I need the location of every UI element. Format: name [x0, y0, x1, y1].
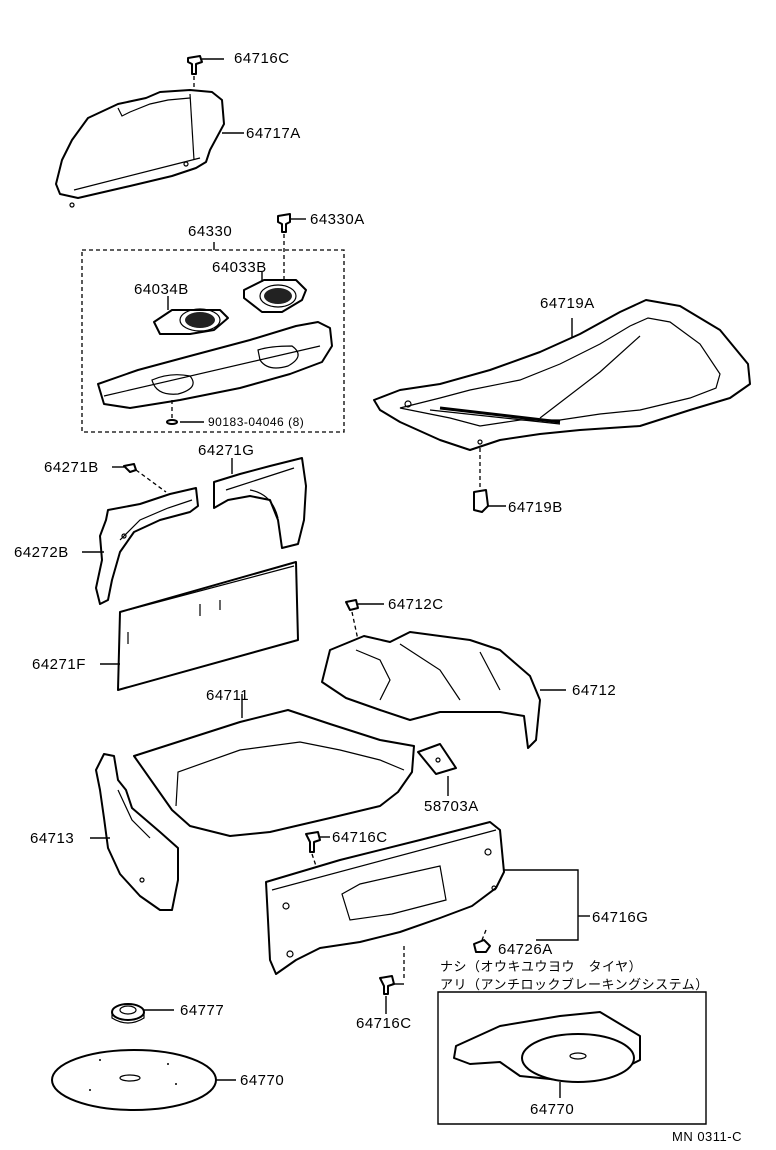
label-64272b: 64272B [14, 544, 69, 561]
panel-64717a [56, 90, 244, 207]
clip-64716c-bottom [380, 946, 404, 1014]
grommet-64777 [112, 1004, 174, 1023]
spare-cover-64770-box [454, 1012, 640, 1098]
liner-64719a [374, 300, 750, 488]
label-64716c-bottom: 64716C [356, 1015, 412, 1032]
assembly-box-64330 [82, 250, 344, 432]
clip-64719b [474, 490, 506, 512]
note-with-abs: アリ（アンチロックブレーキングシステム） [440, 977, 709, 992]
pad-58703a [418, 744, 456, 796]
label-64271f: 64271F [32, 656, 86, 673]
label-64712c: 64712C [388, 596, 444, 613]
grille-64033b [244, 272, 306, 312]
label-64034b: 64034B [134, 281, 189, 298]
side-box-64712 [322, 632, 566, 748]
clip-64330a [278, 214, 306, 282]
label-64770-box: 64770 [530, 1101, 575, 1118]
label-64271b: 64271B [44, 459, 99, 476]
diagram-code: MN 0311-C [672, 1129, 743, 1144]
clip-64271b [112, 464, 166, 492]
label-64330a: 64330A [310, 211, 365, 228]
alt-box [438, 992, 706, 1124]
label-64716g: 64716G [592, 909, 649, 926]
clip-64712c [346, 600, 384, 640]
label-58703a: 58703A [424, 798, 479, 815]
package-tray [98, 322, 332, 424]
rear-trim-64716g [266, 822, 590, 974]
clip-64726a [474, 930, 490, 952]
clip-64716c-top [188, 56, 224, 90]
label-64716c-mid: 64716C [332, 829, 388, 846]
label-64711: 64711 [206, 687, 250, 704]
floor-mat-64711 [134, 694, 414, 836]
label-64719a: 64719A [540, 295, 595, 312]
label-64717a: 64717A [246, 125, 301, 142]
label-64770-left: 64770 [240, 1072, 285, 1089]
grille-64034b [154, 296, 228, 334]
board-64271f [100, 562, 298, 690]
label-64713: 64713 [30, 830, 75, 847]
label-64719b: 64719B [508, 499, 563, 516]
label-64777: 64777 [180, 1002, 225, 1019]
side-trim-64271g [214, 458, 306, 548]
label-64330: 64330 [188, 223, 233, 240]
label-64712: 64712 [572, 682, 617, 699]
side-trim-64272b [82, 488, 198, 604]
label-64726a: 64726A [498, 941, 553, 958]
label-64271g: 64271G [198, 442, 255, 459]
label-90183-04046: 90183-04046 (8) [208, 415, 305, 429]
label-64716c-top: 64716C [234, 50, 290, 67]
note-without-spare: ナシ（オウキユウヨウ タイヤ） [440, 959, 643, 974]
side-panel-64713 [90, 754, 178, 910]
spare-cover-64770-left [52, 1050, 236, 1110]
label-64033b: 64033B [212, 259, 267, 276]
clip-64716c-mid [306, 832, 330, 866]
